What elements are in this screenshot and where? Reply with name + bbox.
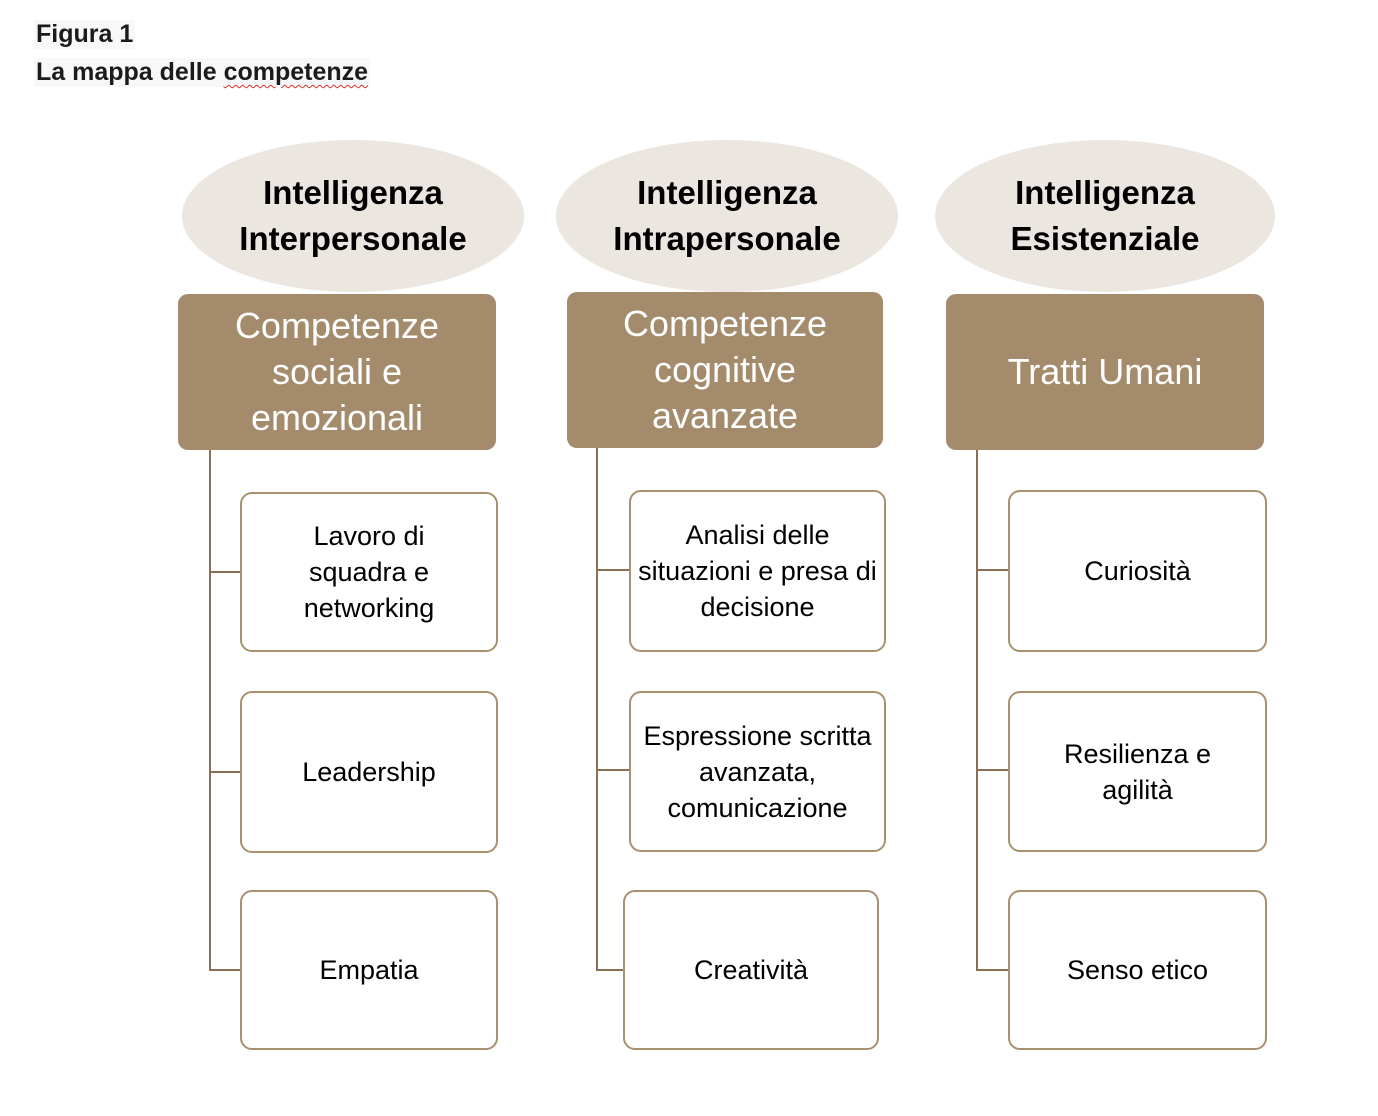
connector-line [976,569,1009,571]
connector-line [976,769,1009,771]
skill-box: Leadership [240,691,498,853]
figure-title-misspelled-word: competenze [223,58,369,86]
connector-line [209,969,241,971]
skill-box: Senso etico [1008,890,1267,1050]
skill-box: Analisi delle situazioni e presa di deci… [629,490,886,652]
connector-line [596,448,598,971]
connector-line [209,571,241,573]
figure-number: Figura 1 [34,20,136,49]
figure-title: La mappa delle competenze [34,58,371,87]
skill-box: Resilienza e agilità [1008,691,1267,852]
connector-line [209,450,211,971]
connector-line [596,769,630,771]
skill-box: Lavoro di squadra e networking [240,492,498,652]
connector-line [976,450,978,971]
connector-line [209,771,241,773]
connector-line [596,969,624,971]
skill-box: Creatività [623,890,879,1050]
category-human-traits: Tratti Umani [946,294,1264,450]
intelligence-intrapersonal: Intelligenza Intrapersonale [556,140,898,292]
intelligence-interpersonal: Intelligenza Interpersonale [182,140,524,292]
figure-title-text: La mappa delle [36,58,224,86]
skill-box: Empatia [240,890,498,1050]
category-social-emotional: Competenze sociali e emozionali [178,294,496,450]
skill-box: Curiosità [1008,490,1267,652]
intelligence-existential: Intelligenza Esistenziale [935,140,1275,292]
skill-box: Espressione scritta avanzata, comunicazi… [629,691,886,852]
category-cognitive: Competenze cognitive avanzate [567,292,883,448]
connector-line [976,969,1009,971]
connector-line [596,569,630,571]
